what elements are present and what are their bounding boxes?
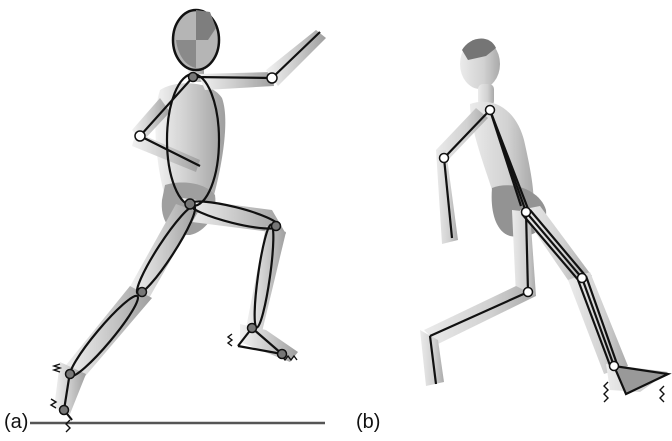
panel-label-a: (a) — [4, 411, 28, 434]
head-a — [173, 10, 219, 70]
body-silhouette-b — [420, 38, 668, 392]
panel-a — [30, 10, 326, 432]
panel-label-b: (b) — [356, 411, 380, 434]
panel-b — [420, 38, 668, 402]
